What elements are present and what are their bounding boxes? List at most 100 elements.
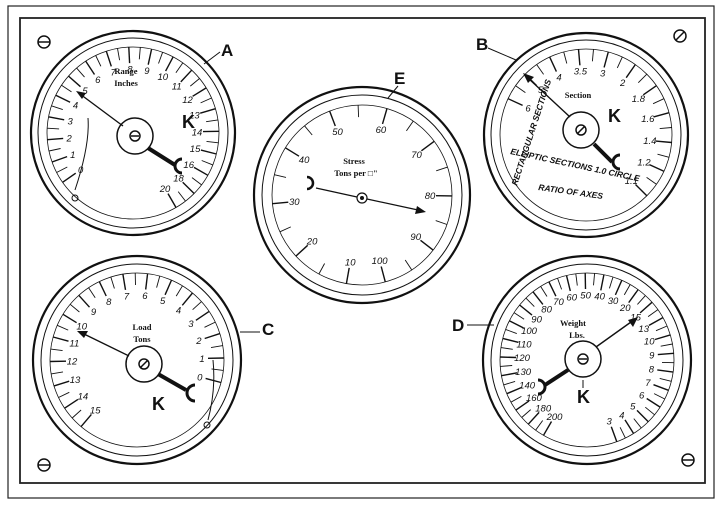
ticks-a-major-tick [68,75,81,88]
ticks-d-major-tick [500,356,517,359]
ticks-a-minor-tick [51,105,63,111]
ticks-b-minor-tick [657,153,670,158]
ticks-a-scale-label: 20 [159,184,171,195]
ticks-e-major-tick [420,140,435,152]
gauge-b-k-label: K [608,106,621,126]
ticks-d-major-tick [610,426,618,443]
ticks-c-major-tick [181,292,194,306]
ticks-c-minor-tick [175,285,183,297]
gauge-b-screw [575,124,587,136]
ticks-b-scale-label: 1.8 [632,94,646,105]
gauge-d-counterweight [537,378,547,396]
ticks-d-major-tick [639,301,653,314]
ticks-d-minor-tick [525,297,535,307]
ticks-a-major-tick [55,94,71,103]
ticks-e-major-tick [380,266,386,283]
gauge-c-counterweight [185,383,196,403]
gauge-c-title-line2: Tons [133,334,151,344]
gauge-b-pointer-head [523,73,534,83]
gauge-a-letter: A [221,41,233,60]
ticks-d-major-tick [527,411,540,425]
ticks-c-minor-tick [58,391,70,398]
ticks-a-scale-label: 9 [144,66,150,77]
ticks-d-major-tick [565,275,571,292]
ticks-d-major-tick [614,280,623,296]
ticks-d-scale-label: 180 [535,404,552,415]
ticks-d-scale-label: 4 [619,410,624,421]
ticks-b-major-tick [635,184,648,197]
ticks-e-scale-label: 30 [289,197,300,208]
ticks-a-major-tick [193,166,209,176]
ticks-e-major-tick [381,108,388,125]
ticks-e-minor-tick [279,226,291,233]
ticks-e-scale-label: 10 [345,258,356,269]
ticks-b-scale-label: 3.5 [574,67,588,78]
ticks-c-scale-label: 7 [124,291,130,302]
ticks-c-scale-label: 6 [142,291,148,302]
ticks-a-major-tick [48,116,65,121]
ticks-d-scale-label: 200 [546,412,564,423]
ticks-a-major-tick [51,155,68,163]
ticks-d-major-tick [548,281,557,297]
ticks-b-minor-tick [616,56,623,69]
corner-screw [37,458,51,472]
gauge-d-pointer [595,321,632,348]
ticks-a-minor-tick [95,55,102,67]
gauge-c-letter: C [262,320,274,339]
ticks-d-scale-label: 7 [645,378,651,389]
ticks-a-minor-tick [117,48,121,61]
ticks-c-scale-label: 11 [69,338,79,349]
ticks-d-minor-tick [655,325,668,332]
ticks-d-minor-tick [557,277,563,290]
ticks-c-major-tick [64,398,79,409]
ticks-a-minor-tick [177,191,186,202]
ticks-b-scale-label: 2 [619,78,626,89]
ticks-d-major-tick [624,419,635,434]
ticks-d-minor-tick [513,312,525,320]
ticks-a-scale-label: 18 [173,174,184,185]
ticks-a-major-tick [182,181,195,194]
ticks-a-minor-tick [206,119,219,123]
ticks-c-scale-label: 9 [91,307,97,318]
ticks-c-major-tick [78,294,91,308]
ticks-e-major-tick [328,110,336,127]
gauge-e-pointer-head [415,206,426,214]
ticks-d-minor-tick [510,396,522,403]
ticks-e-scale-label: 40 [299,155,310,166]
gauge-a-title-line1: Range [114,66,137,76]
ticks-a-major-tick [167,193,177,208]
ticks-c-minor-tick [57,324,69,331]
ticks-a-minor-tick [61,84,72,93]
ticks-e-major-tick [272,201,289,205]
ticks-d-minor-tick [535,420,544,431]
gauge-e-pivot [356,192,368,204]
ticks-d-scale-label: 50 [580,291,591,302]
ticks-b-major-tick [649,163,665,172]
ticks-e-major-tick [420,239,434,251]
corner-screw [673,29,687,43]
ticks-d-scale-label: 110 [516,339,532,350]
ticks-d-major-tick [636,409,649,423]
ticks-a-scale-label: 5 [82,86,88,97]
ticks-e-scale-label: 70 [411,150,422,161]
ticks-a-minor-tick [56,166,68,173]
ticks-d-major-tick [515,400,530,411]
corner-screw [681,453,695,467]
ticks-c-minor-tick [88,287,96,298]
gauge-c-title-line1: Load [133,322,152,332]
gauge-d-k-label: K [577,387,590,407]
ticks-d-major-tick [657,369,674,373]
ticks-c-scale-label: 3 [188,319,194,330]
ticks-c-minor-tick [110,276,115,289]
ticks-e-minor-tick [304,125,313,136]
ticks-a-minor-tick [47,127,60,130]
ticks-d-scale-label: 100 [521,326,538,337]
ticks-d-scale-label: 30 [608,296,619,307]
ticks-a-scale-label: 1 [70,150,75,161]
ticks-e-minor-tick [318,263,325,275]
